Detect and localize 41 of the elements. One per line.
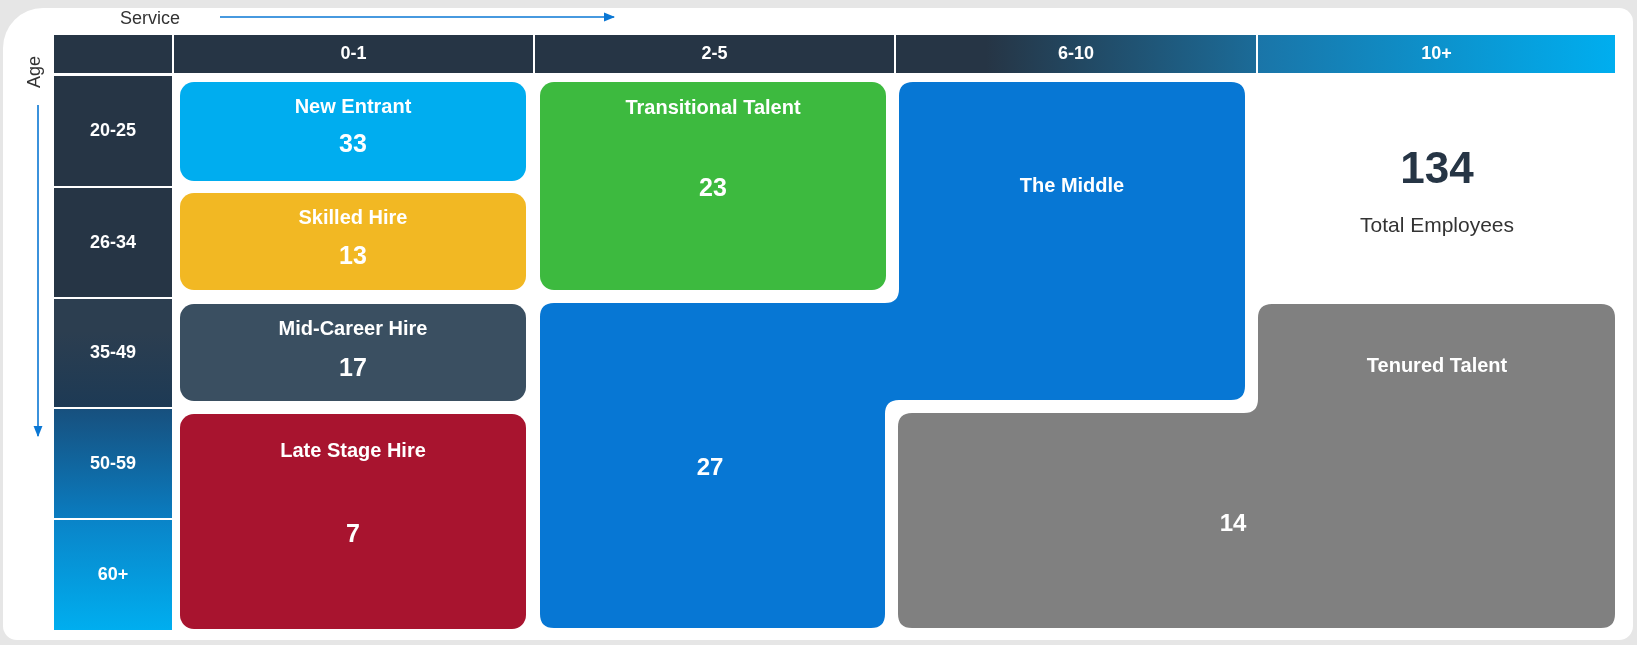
segment-count: 7 [346,520,360,548]
column-header-cell [174,35,533,73]
segment-card [180,193,526,290]
segment-title: Tenured Talent [1366,354,1508,376]
segment-count: 14 [1219,509,1247,537]
segment-count: 17 [339,354,367,382]
axis-title: Age [25,56,45,88]
segment-title: Transitional Talent [625,96,801,118]
row-header-cell [54,520,172,630]
row-header-cell [54,76,172,186]
row-header-cell [54,299,172,407]
segment-card [180,82,526,181]
service-range: 10+ [1421,44,1452,64]
age-range: 60+ [97,565,129,585]
segment-title: Late Stage Hire [280,439,426,461]
segment-count: 33 [339,130,367,158]
age-range: 50-59 [90,453,136,474]
segment-card [180,304,526,401]
column-header-cell [1258,35,1615,73]
age-range: 26-34 [90,232,136,253]
service-range: 2-5 [701,44,728,64]
total-count: 134 [1400,143,1474,193]
segment-title: New Entrant [294,95,412,117]
age-range: 35-49 [90,343,136,363]
segment-count: 13 [339,242,367,270]
segment-title: Mid-Career Hire [278,317,428,339]
total-caption: Total Employees [1359,213,1515,237]
row-header-cell [54,409,172,518]
column-header-cell [535,35,894,73]
segment-title: The Middle [1019,174,1125,196]
service-range: 0-1 [340,44,367,64]
axis-title: Service [120,9,180,29]
column-header-cell [896,35,1256,73]
segment-title: Skilled Hire [298,206,408,228]
segment-count: 27 [696,453,724,481]
age-range: 20-25 [90,121,136,141]
service-range: 6-10 [1058,44,1094,64]
row-header-cell [54,188,172,297]
segment-count: 23 [699,174,727,202]
segment-card [540,82,886,290]
segment-card [180,414,526,629]
